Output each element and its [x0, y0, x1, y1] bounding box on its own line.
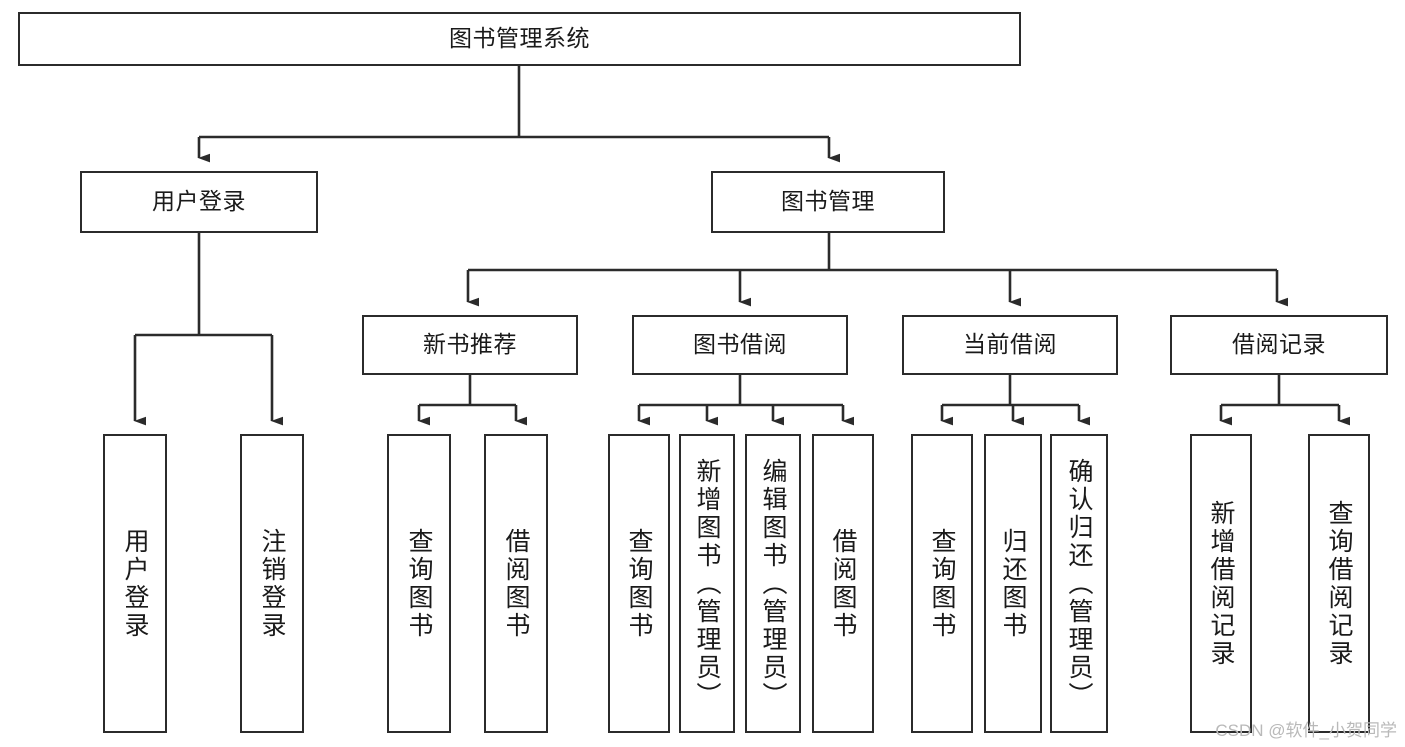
- node-current-borrow-label: 当前借阅: [963, 331, 1057, 358]
- node-book-borrow-label: 图书借阅: [693, 331, 787, 358]
- node-leaf-return-book[interactable]: 归还图书: [984, 434, 1042, 733]
- node-leaf-user-logout[interactable]: 注销登录: [240, 434, 304, 733]
- node-new-book-rec-label: 新书推荐: [423, 331, 517, 358]
- node-leaf-query-record-label: 查询借阅记录: [1325, 499, 1353, 668]
- node-leaf-add-record-label: 新增借阅记录: [1207, 499, 1235, 668]
- node-new-book-rec[interactable]: 新书推荐: [362, 315, 578, 375]
- node-root[interactable]: 图书管理系统: [18, 12, 1021, 66]
- node-leaf-return-book-label: 归还图书: [999, 527, 1027, 640]
- node-leaf-user-logout-label: 注销登录: [258, 527, 286, 640]
- node-leaf-borrow-book-rec[interactable]: 借阅图书: [484, 434, 548, 733]
- node-leaf-query-book-cur[interactable]: 查询图书: [911, 434, 973, 733]
- node-leaf-query-book[interactable]: 查询图书: [608, 434, 670, 733]
- node-leaf-query-book-rec-label: 查询图书: [405, 527, 433, 640]
- node-leaf-edit-book[interactable]: 编辑图书（管理员）: [745, 434, 801, 733]
- node-current-borrow[interactable]: 当前借阅: [902, 315, 1118, 375]
- node-book-borrow[interactable]: 图书借阅: [632, 315, 848, 375]
- node-leaf-borrow-book-rec-label: 借阅图书: [502, 527, 530, 640]
- node-leaf-confirm-return-label: 确认归还（管理员）: [1065, 457, 1093, 710]
- node-leaf-query-book-label: 查询图书: [625, 527, 653, 640]
- node-user-login[interactable]: 用户登录: [80, 171, 318, 233]
- node-leaf-query-book-cur-label: 查询图书: [928, 527, 956, 640]
- node-leaf-borrow-book[interactable]: 借阅图书: [812, 434, 874, 733]
- node-leaf-query-record[interactable]: 查询借阅记录: [1308, 434, 1370, 733]
- watermark-text: CSDN @软件_小贺同学: [1215, 721, 1397, 740]
- node-leaf-user-login-label: 用户登录: [121, 527, 149, 640]
- node-leaf-query-book-rec[interactable]: 查询图书: [387, 434, 451, 733]
- node-leaf-add-book-label: 新增图书（管理员）: [693, 457, 721, 710]
- node-user-login-label: 用户登录: [152, 188, 246, 215]
- node-root-label: 图书管理系统: [449, 25, 590, 52]
- node-leaf-add-record[interactable]: 新增借阅记录: [1190, 434, 1252, 733]
- node-leaf-borrow-book-label: 借阅图书: [829, 527, 857, 640]
- node-leaf-confirm-return[interactable]: 确认归还（管理员）: [1050, 434, 1108, 733]
- node-book-manage-label: 图书管理: [781, 188, 875, 215]
- node-leaf-edit-book-label: 编辑图书（管理员）: [759, 457, 787, 710]
- node-book-manage[interactable]: 图书管理: [711, 171, 945, 233]
- node-borrow-record[interactable]: 借阅记录: [1170, 315, 1388, 375]
- node-leaf-user-login[interactable]: 用户登录: [103, 434, 167, 733]
- node-borrow-record-label: 借阅记录: [1232, 331, 1326, 358]
- node-leaf-add-book[interactable]: 新增图书（管理员）: [679, 434, 735, 733]
